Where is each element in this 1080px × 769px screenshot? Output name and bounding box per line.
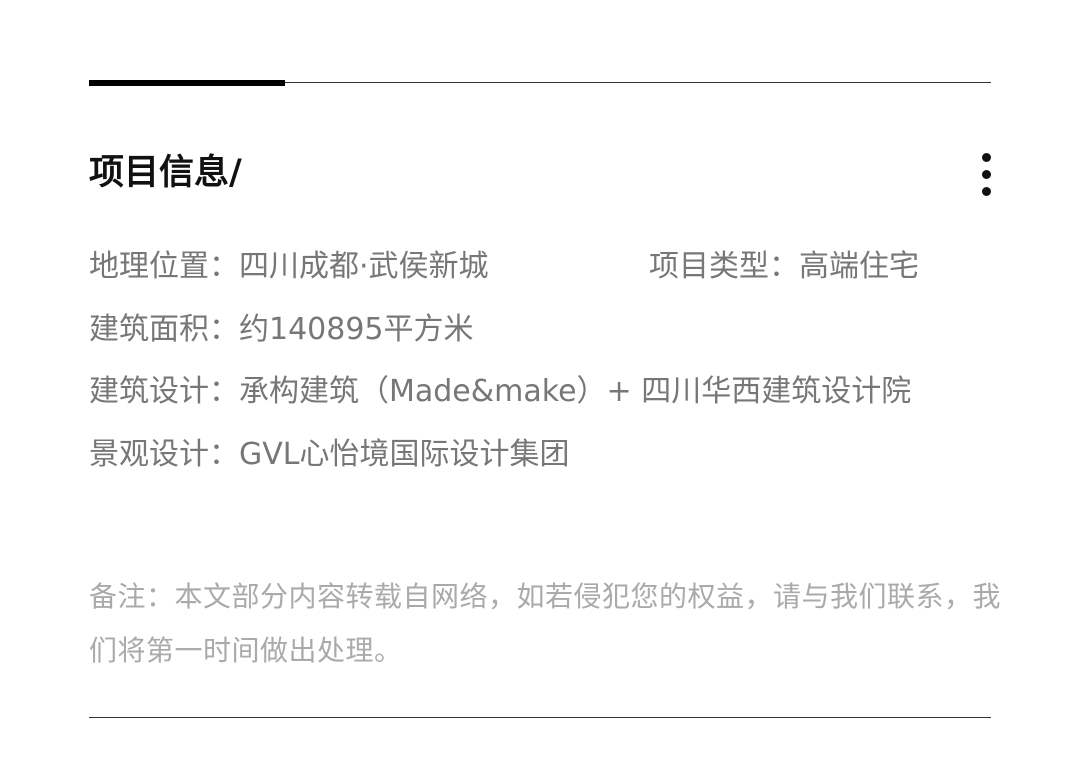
- info-area: 建筑面积：约140895平方米: [89, 310, 474, 350]
- top-divider-accent: [89, 80, 285, 86]
- info-landscape: 景观设计：GVL心怡境国际设计集团: [89, 435, 569, 475]
- info-location-value: 四川成都·武侯新城: [239, 249, 489, 284]
- bottom-divider: [89, 717, 991, 718]
- info-type-label: 项目类型：: [649, 249, 799, 284]
- info-location: 地理位置：四川成都·武侯新城: [89, 247, 489, 287]
- menu-dot: [982, 187, 991, 196]
- menu-dot: [982, 170, 991, 179]
- info-area-label: 建筑面积：: [89, 312, 239, 347]
- section-title: 项目信息/: [89, 152, 242, 193]
- disclaimer-note: 备注：本文部分内容转载自网络，如若侵犯您的权益，请与我们联系，我们将第一时间做出…: [89, 580, 1002, 667]
- top-divider: [89, 82, 991, 83]
- info-architecture: 建筑设计：承构建筑（Made&make）+ 四川华西建筑设计院: [89, 372, 911, 412]
- info-type-value: 高端住宅: [799, 249, 919, 284]
- info-landscape-label: 景观设计：: [89, 437, 239, 472]
- info-architecture-label: 建筑设计：: [89, 374, 239, 409]
- menu-dot: [982, 153, 991, 162]
- info-landscape-value: GVL心怡境国际设计集团: [239, 437, 570, 472]
- info-type: 项目类型：高端住宅: [649, 247, 919, 287]
- more-vertical-icon[interactable]: [976, 151, 998, 199]
- info-area-value: 约140895平方米: [239, 312, 474, 347]
- info-location-label: 地理位置：: [89, 249, 239, 284]
- info-architecture-value: 承构建筑（Made&make）+ 四川华西建筑设计院: [239, 374, 912, 409]
